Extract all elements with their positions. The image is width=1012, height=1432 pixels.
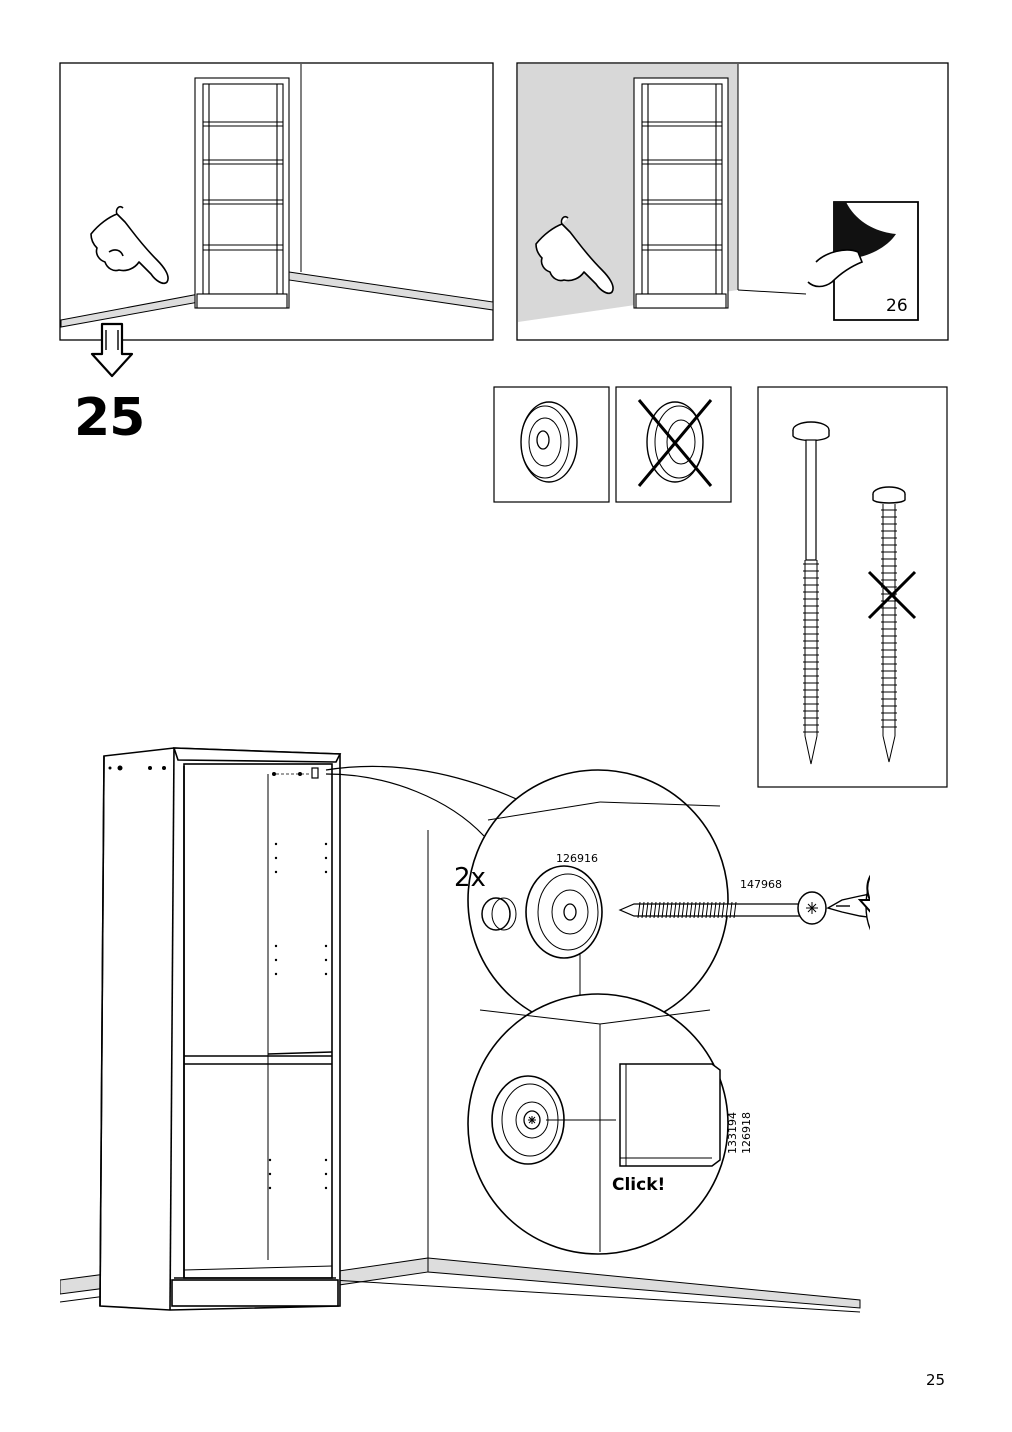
page-number: 25 bbox=[926, 1371, 946, 1389]
panel-shaded-wall: 26 bbox=[516, 62, 949, 341]
click-label: Click! bbox=[612, 1175, 665, 1195]
arrow-down-icon bbox=[90, 322, 134, 378]
screw-comparison-panel bbox=[757, 386, 948, 788]
main-assembly-illustration: 2x 126916 147968 Click! 133194 126918 bbox=[60, 747, 870, 1313]
screw-part-number: 147968 bbox=[740, 878, 782, 891]
panel-room-corner bbox=[59, 62, 494, 341]
quantity-label: 2x bbox=[454, 863, 486, 893]
pointing-hand-icon bbox=[90, 205, 169, 285]
rotate-arrow-icon bbox=[857, 874, 870, 913]
page-reference: 26 bbox=[886, 296, 908, 316]
washer-correct-panel bbox=[493, 386, 610, 503]
cap-part-number-2: 126918 bbox=[740, 1112, 753, 1154]
step-number: 25 bbox=[74, 388, 145, 448]
washer-part-number: 126916 bbox=[556, 852, 598, 865]
wrong-cross-icon bbox=[637, 399, 713, 487]
wrong-cross-icon bbox=[867, 570, 917, 620]
washer-wrong-panel bbox=[615, 386, 732, 503]
detail-circle-screw: 2x 126916 147968 bbox=[454, 769, 827, 1031]
detail-circle-cap: Click! 133194 126918 bbox=[467, 993, 753, 1255]
peel-page-icon: 26 bbox=[807, 201, 919, 321]
cap-part-number-1: 133194 bbox=[726, 1112, 739, 1154]
screwdriver bbox=[826, 874, 870, 931]
pointing-hand-icon bbox=[535, 215, 614, 295]
